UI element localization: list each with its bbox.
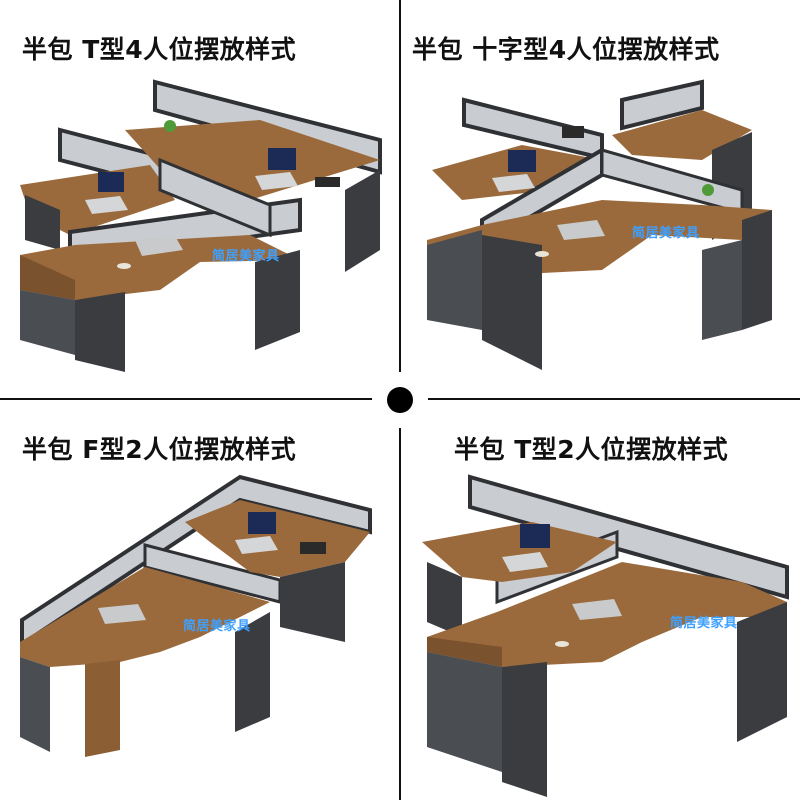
divider-horizontal-right xyxy=(428,398,800,400)
divider-horizontal-left xyxy=(0,398,372,400)
watermark-text: 简居美家具 xyxy=(670,616,738,631)
watermark-text: 简居美家具 xyxy=(183,619,251,634)
center-dot xyxy=(387,387,413,413)
layout-caption-f-2: 半包 F型2人位摆放样式 xyxy=(22,435,297,464)
desk-illustration-cross-4 xyxy=(427,79,772,370)
desk-illustration-t-2 xyxy=(422,474,789,797)
layout-panel-t-2: 半包 T型2人位摆放样式 简居美家具 xyxy=(402,402,800,800)
desk-illustration-f-2 xyxy=(20,474,372,757)
layout-panel-f-2: 半包 F型2人位摆放样式 简居美家具 xyxy=(0,402,398,800)
layout-panel-cross-4: 半包 十字型4人位摆放样式 简居美家具 xyxy=(402,0,800,398)
watermark-text: 简居美家具 xyxy=(212,249,280,264)
divider-vertical-top xyxy=(399,0,401,372)
layout-panel-t-4: 半包 T型4人位摆放样式 简居美家具 xyxy=(0,0,398,398)
divider-vertical-bottom xyxy=(399,428,401,800)
watermark-text: 简居美家具 xyxy=(632,226,700,241)
layout-caption-t-4: 半包 T型4人位摆放样式 xyxy=(22,35,297,64)
layout-caption-cross-4: 半包 十字型4人位摆放样式 xyxy=(412,35,720,64)
layout-caption-t-2: 半包 T型2人位摆放样式 xyxy=(454,435,729,464)
desk-illustration-t-4 xyxy=(20,79,382,372)
